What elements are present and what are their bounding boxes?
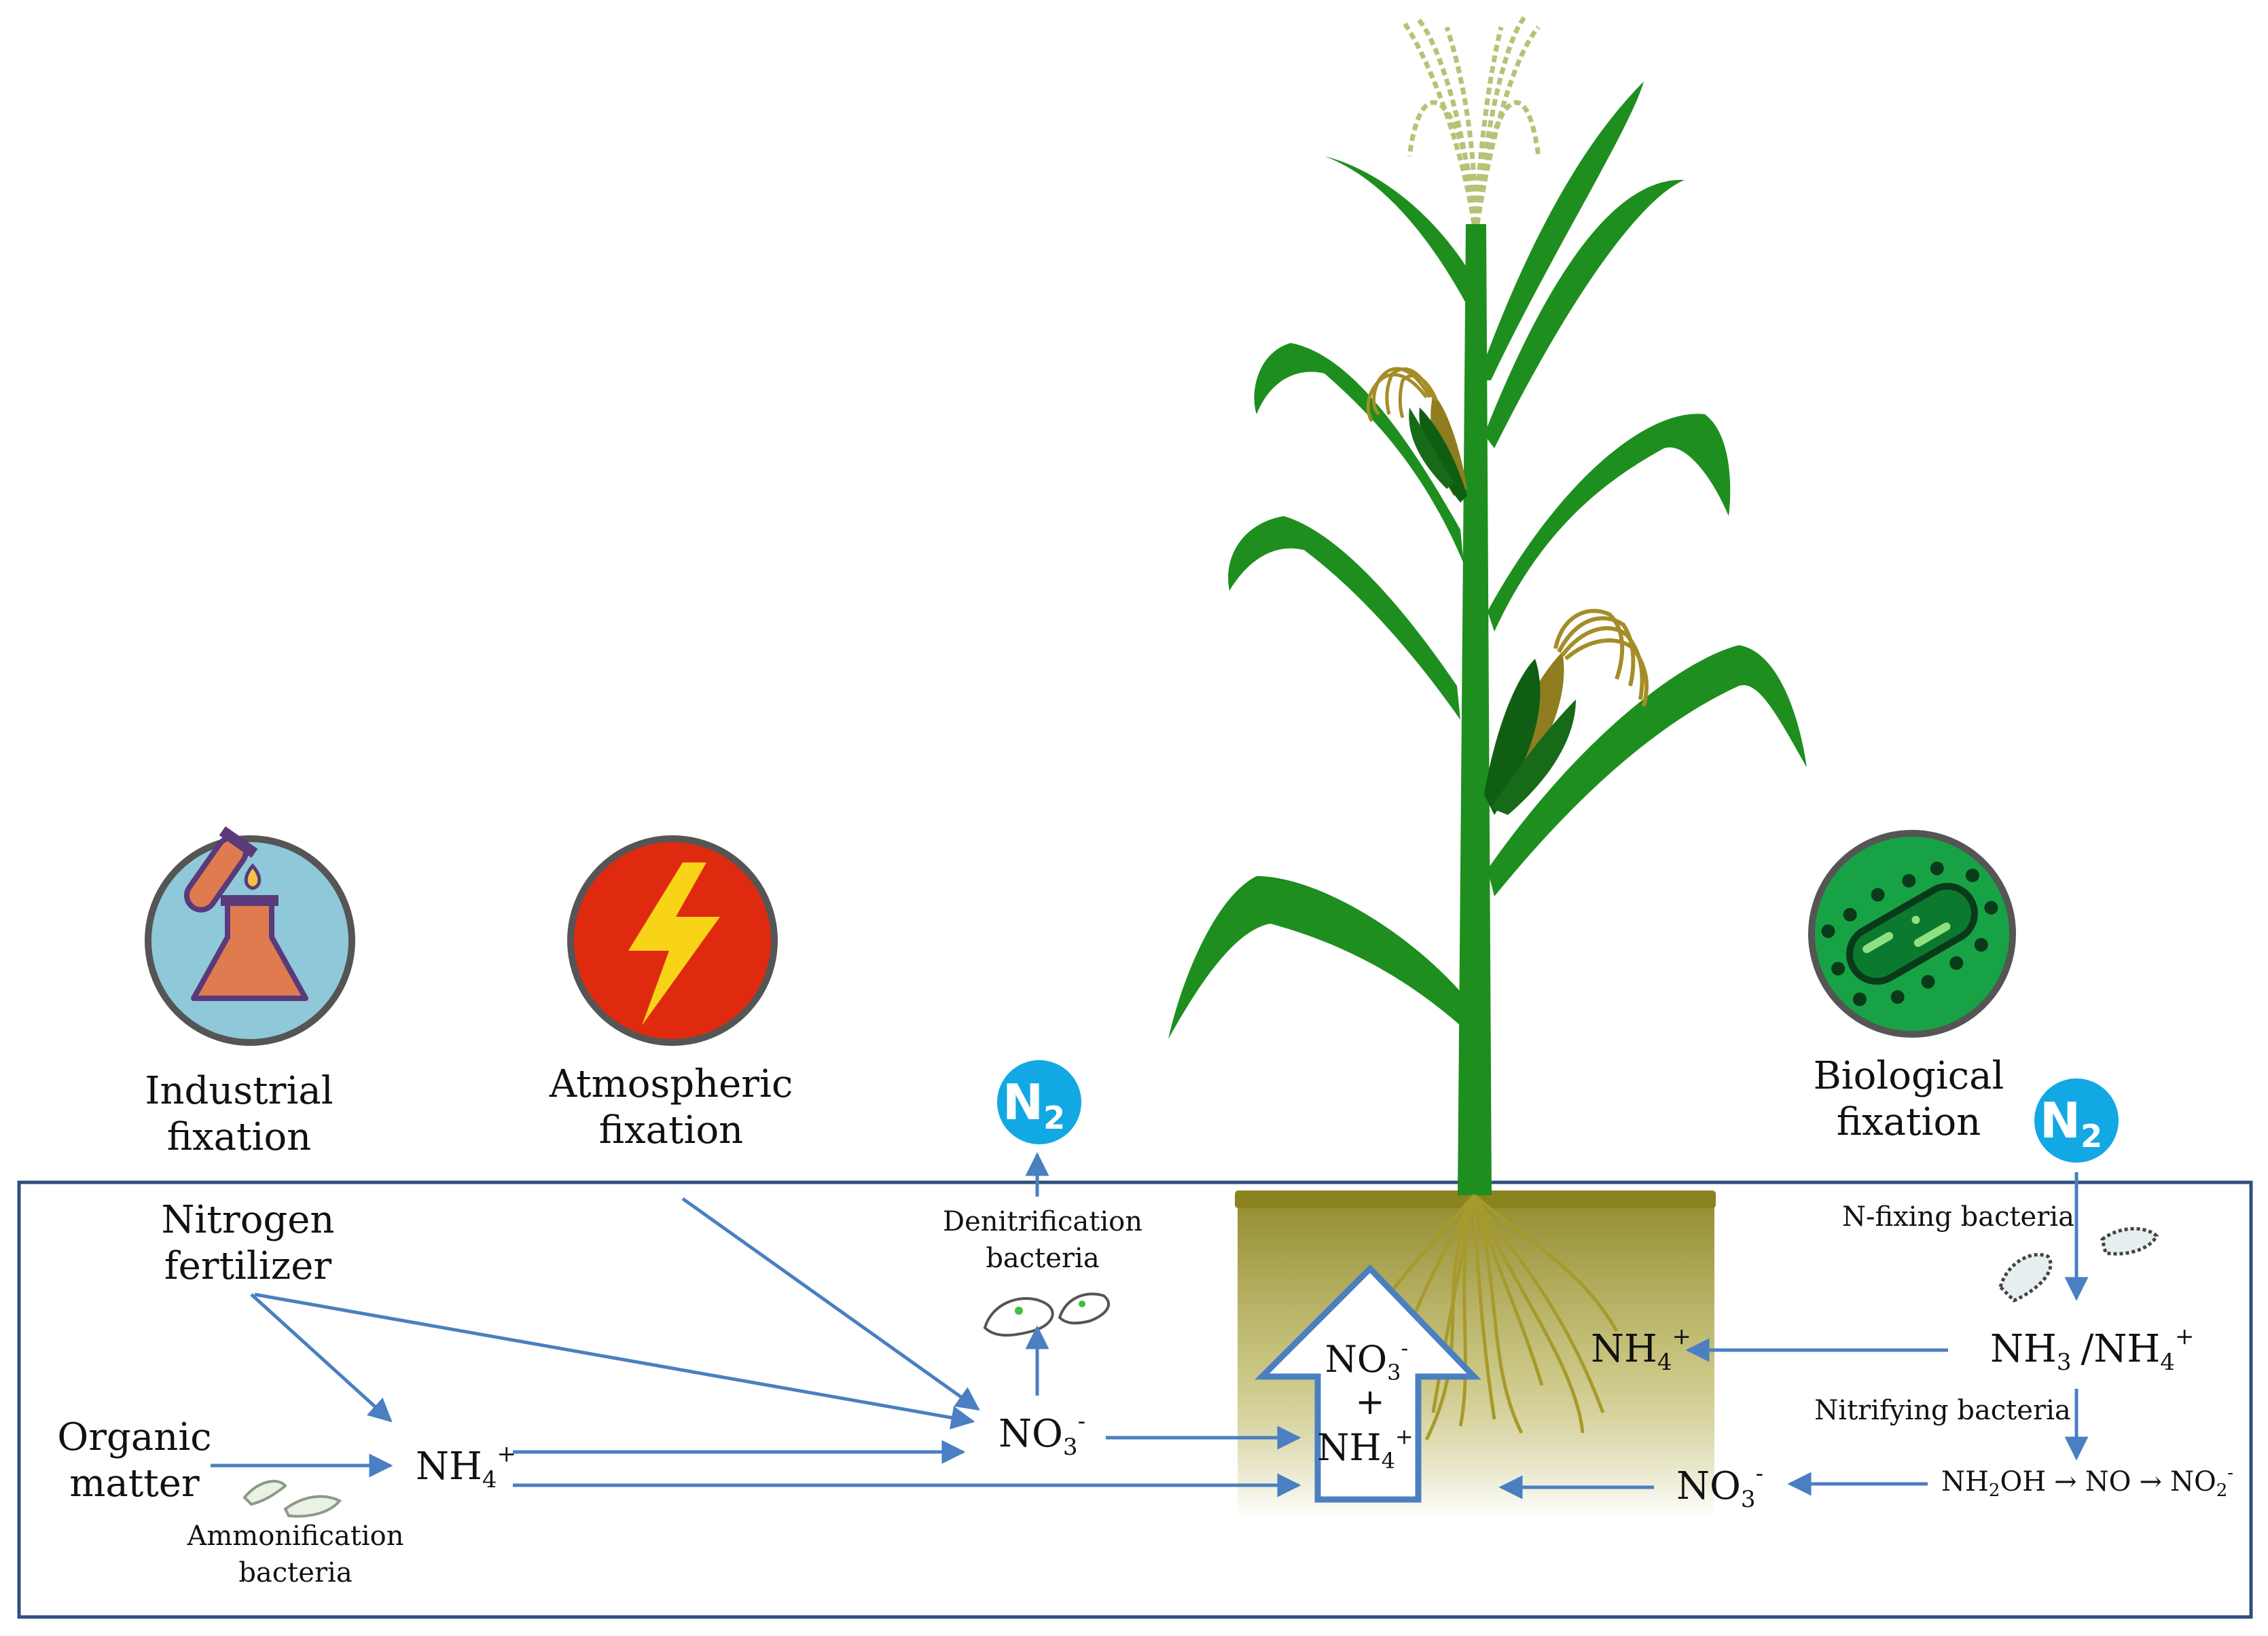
no3-center-label: NO3- xyxy=(998,1408,1085,1461)
denitrification-bacteria-icon xyxy=(983,1292,1111,1337)
upper-cob xyxy=(1366,367,1467,503)
svg-text:+: + xyxy=(1355,1382,1385,1423)
lightning-icon xyxy=(628,862,720,1025)
roots xyxy=(1391,1194,1619,1441)
nh3-nh4-label: NH3/NH4+ xyxy=(1990,1323,2194,1376)
nitrifying-bacteria-label: Nitrifying bacteria xyxy=(1814,1395,2070,1426)
flow-arrows xyxy=(211,1152,2089,1499)
tassel xyxy=(1401,15,1541,225)
svg-text:NO3-: NO3- xyxy=(1325,1335,1409,1385)
soil-boundary-box xyxy=(17,1180,2253,1619)
svg-text:N2: N2 xyxy=(1003,1074,1065,1136)
atmospheric-fixation-icon xyxy=(567,835,778,1046)
arrow-fertilizer-to-nh4 xyxy=(250,1293,393,1423)
svg-text:NH4+: NH4+ xyxy=(1317,1423,1414,1474)
industrial-fixation-icon xyxy=(145,826,355,1046)
n2-badge-denitrification: N2 xyxy=(997,1060,1081,1144)
biological-fixation-icon xyxy=(1808,830,2016,1038)
n-fixing-bacteria-icon xyxy=(1998,1226,2159,1303)
stalk xyxy=(1458,224,1492,1195)
corn-plant xyxy=(1168,15,1807,1441)
plant-uptake-arrow: NO3- + NH4+ xyxy=(1255,1264,1481,1503)
nh4-right-label: NH4+ xyxy=(1591,1323,1691,1376)
svg-text:N2: N2 xyxy=(2040,1092,2102,1155)
lower-cob xyxy=(1484,608,1649,815)
arrow-atmospheric-to-no3 xyxy=(681,1197,980,1411)
ammonification-bacteria-icon xyxy=(242,1480,342,1518)
nitrification-chain-label: NH2OH→NO→NO2- xyxy=(1941,1463,2233,1501)
leaves xyxy=(1168,81,1807,1039)
no3-right-label: NO3- xyxy=(1676,1460,1763,1513)
nh4-left-label: NH4+ xyxy=(416,1440,516,1493)
arrow-fertilizer-to-no3 xyxy=(254,1292,975,1430)
n2-badge-biological: N2 xyxy=(2034,1078,2119,1163)
n-fixing-bacteria-label: N-fixing bacteria xyxy=(1842,1201,2074,1233)
